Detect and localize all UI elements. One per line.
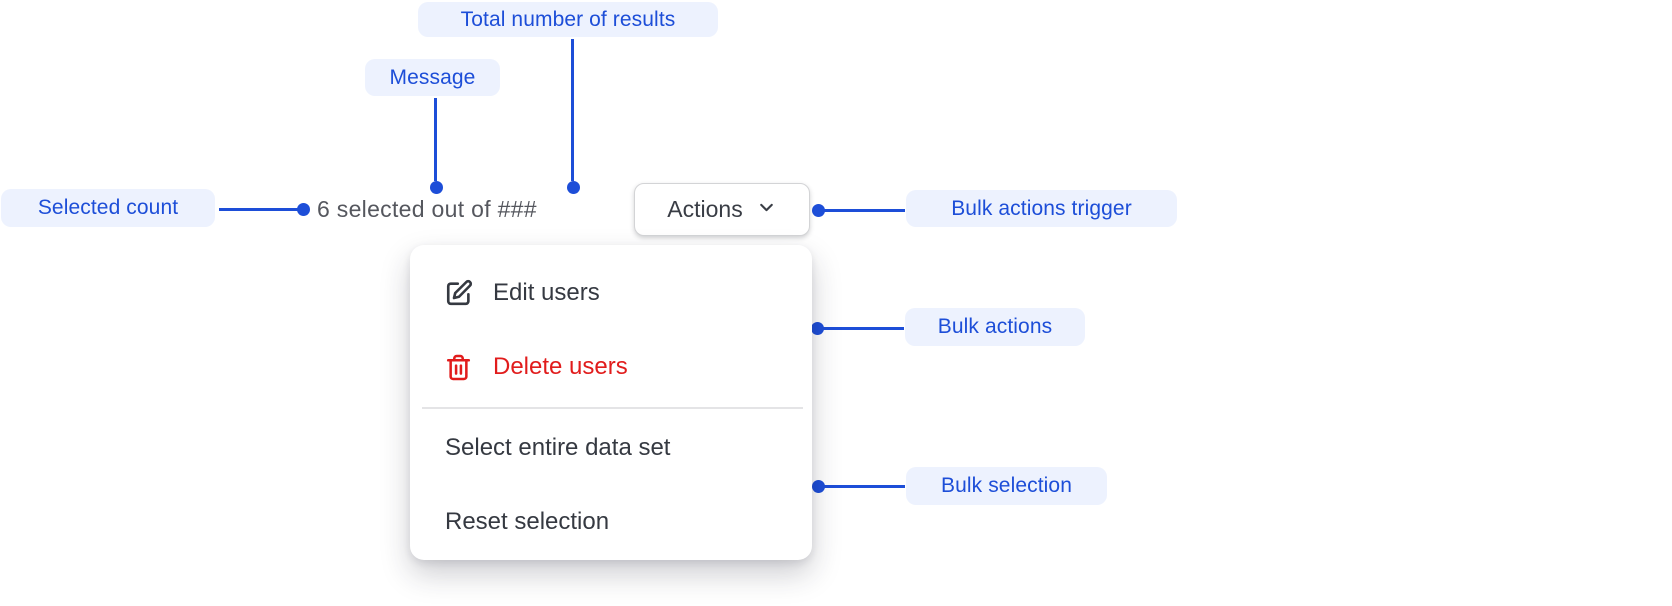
connector-line-selected-count bbox=[219, 208, 299, 211]
menu-item-label: Delete users bbox=[493, 353, 628, 380]
connector-line-bulk-actions bbox=[821, 327, 904, 330]
connector-dot-message bbox=[430, 181, 443, 194]
annotation-label-total-results: Total number of results bbox=[418, 2, 718, 37]
menu-item-label: Edit users bbox=[493, 279, 600, 306]
connector-line-message bbox=[434, 98, 437, 181]
connector-line-bulk-selection bbox=[822, 485, 905, 488]
selection-count-message: 6 selected out of ### bbox=[317, 196, 537, 222]
menu-item-edit-users[interactable]: Edit users bbox=[410, 272, 812, 314]
actions-button-label: Actions bbox=[667, 196, 743, 222]
connector-line-total-results bbox=[571, 39, 574, 181]
bulk-actions-menu: Edit users Delete users Select entire da… bbox=[410, 245, 812, 560]
annotation-label-bulk-actions: Bulk actions bbox=[905, 308, 1085, 346]
trash-icon bbox=[444, 353, 473, 382]
connector-dot-bulk-actions bbox=[811, 322, 824, 335]
annotation-label-bulk-selection: Bulk selection bbox=[906, 467, 1107, 505]
connector-line-bulk-actions-trigger bbox=[822, 209, 905, 212]
menu-item-delete-users[interactable]: Delete users bbox=[410, 346, 812, 388]
connector-dot-total-results bbox=[567, 181, 580, 194]
menu-item-label: Select entire data set bbox=[445, 434, 671, 461]
annotation-label-selected-count: Selected count bbox=[1, 189, 215, 227]
annotation-label-bulk-actions-trigger: Bulk actions trigger bbox=[906, 190, 1177, 227]
connector-dot-selected-count bbox=[297, 203, 310, 216]
menu-item-reset-selection[interactable]: Reset selection bbox=[410, 501, 812, 543]
chevron-down-icon bbox=[756, 197, 777, 224]
bulk-actions-trigger-button[interactable]: Actions bbox=[634, 183, 810, 236]
connector-dot-bulk-selection bbox=[812, 480, 825, 493]
menu-item-select-entire-data-set[interactable]: Select entire data set bbox=[410, 427, 812, 469]
menu-divider bbox=[422, 407, 803, 409]
annotation-label-message: Message bbox=[365, 59, 500, 96]
edit-pencil-icon bbox=[444, 278, 474, 308]
menu-item-label: Reset selection bbox=[445, 508, 610, 535]
connector-dot-bulk-actions-trigger bbox=[812, 204, 825, 217]
